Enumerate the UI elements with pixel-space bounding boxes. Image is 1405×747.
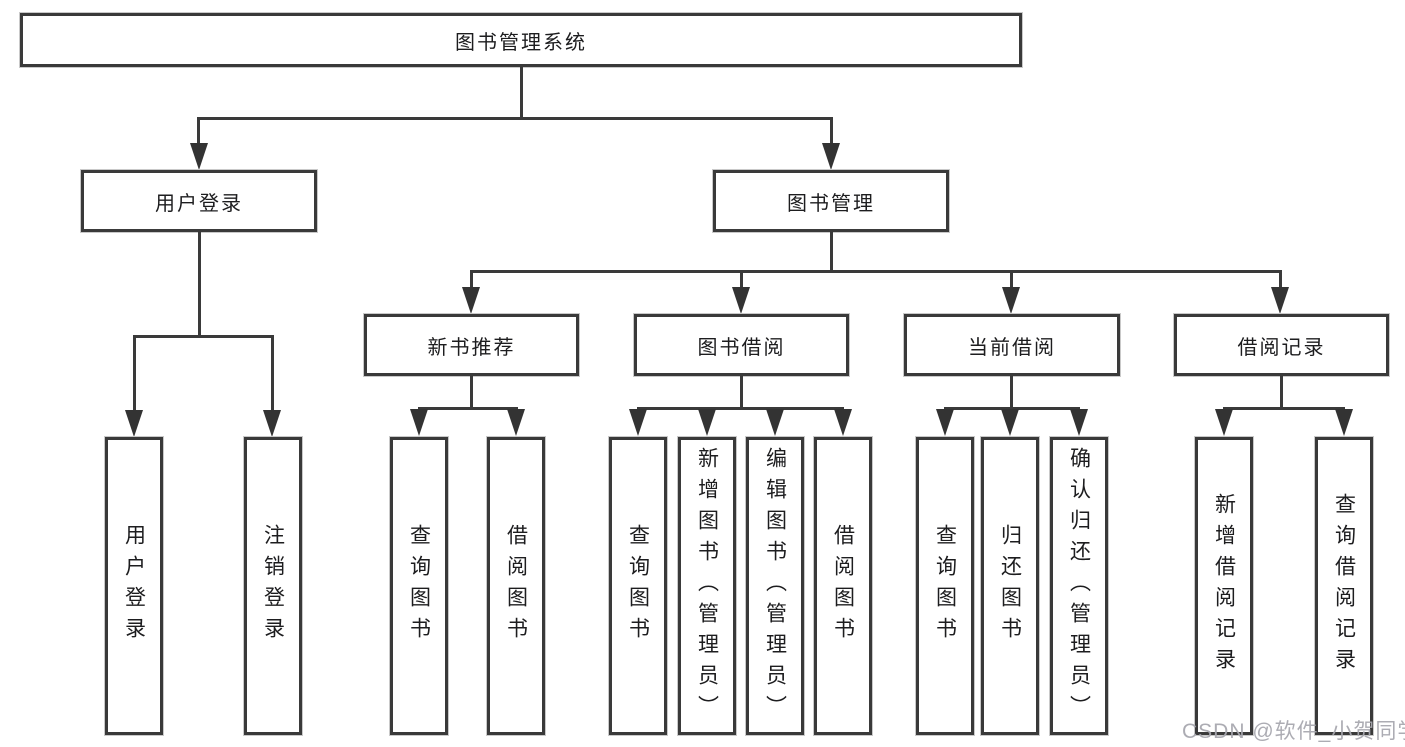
arrowhead-down-icon — [834, 409, 852, 436]
connector-root-stub — [520, 67, 523, 117]
node-label: 注销登录 — [261, 524, 285, 648]
leaf-borrow-books-1: 借阅图书 — [487, 437, 545, 735]
arrowhead-down-icon — [1002, 287, 1020, 314]
leaf-return-books: 归还图书 — [981, 437, 1039, 735]
node-label: 借阅记录 — [1237, 336, 1326, 359]
connector-drop-user-login — [197, 117, 200, 147]
arrowhead-down-icon — [1335, 409, 1353, 436]
node-label: 查询图书 — [626, 524, 650, 648]
csdn-watermark: CSDN @软件_小贺同学 — [1182, 720, 1405, 743]
node-label: 图书管理系统 — [455, 31, 587, 54]
node-label: 归还图书 — [998, 524, 1022, 648]
arrowhead-down-icon — [1001, 409, 1019, 436]
arrowhead-down-icon — [936, 409, 954, 436]
node-label: 确认归还（管理员） — [1067, 446, 1091, 726]
node-label: 借阅图书 — [504, 524, 528, 648]
arrowhead-down-icon — [1271, 287, 1289, 314]
connector-drop-module — [470, 270, 473, 289]
node-label: 新书推荐 — [427, 336, 516, 359]
connector-records-split — [1223, 407, 1345, 410]
arrowhead-down-icon — [766, 409, 784, 436]
arrowhead-down-icon — [410, 409, 428, 436]
arrowhead-down-icon — [263, 410, 281, 437]
leaf-add-books-admin: 新增图书（管理员） — [678, 437, 736, 735]
leaf-logout: 注销登录 — [244, 437, 302, 735]
arrowhead-down-icon — [190, 143, 208, 170]
node-label: 图书管理 — [787, 192, 875, 215]
leaf-query-books-2: 查询图书 — [609, 437, 667, 735]
connector-new-books-stub — [470, 376, 473, 407]
node-label: 查询借阅记录 — [1332, 493, 1356, 679]
arrowhead-down-icon — [698, 409, 716, 436]
arrowhead-down-icon — [732, 287, 750, 314]
leaf-query-borrow-record: 查询借阅记录 — [1315, 437, 1373, 735]
node-book-management: 图书管理 — [713, 170, 949, 232]
node-user-login: 用户登录 — [81, 170, 317, 232]
connector-drop-book-management — [830, 117, 833, 147]
arrowhead-down-icon — [1070, 409, 1088, 436]
connector-drop-module — [1010, 270, 1013, 289]
node-label: 用户登录 — [155, 192, 243, 215]
leaf-confirm-return-admin: 确认归还（管理员） — [1050, 437, 1108, 735]
connector-root-split — [198, 117, 832, 120]
connector-current-stub — [1010, 376, 1013, 407]
connector-borrowing-split — [637, 407, 844, 410]
connector-drop-leaf — [271, 335, 274, 411]
connector-new-books-split — [418, 407, 518, 410]
arrowhead-down-icon — [462, 287, 480, 314]
leaf-edit-books-admin: 编辑图书（管理员） — [746, 437, 804, 735]
node-label: 用户登录 — [122, 524, 146, 648]
node-label: 查询图书 — [407, 524, 431, 648]
connector-records-stub — [1280, 376, 1283, 407]
connector-book-mgmt-stub — [830, 232, 833, 270]
node-new-book-recommendation: 新书推荐 — [364, 314, 579, 376]
arrowhead-down-icon — [1215, 409, 1233, 436]
arrowhead-down-icon — [507, 409, 525, 436]
arrowhead-down-icon — [629, 409, 647, 436]
leaf-user-login: 用户登录 — [105, 437, 163, 735]
node-borrowing-records: 借阅记录 — [1174, 314, 1389, 376]
node-label: 借阅图书 — [831, 524, 855, 648]
connector-borrowing-stub — [740, 376, 743, 407]
node-label: 新增图书（管理员） — [695, 446, 719, 726]
connector-user-login-stub — [198, 232, 201, 335]
node-current-borrowing: 当前借阅 — [904, 314, 1120, 376]
node-label: 当前借阅 — [968, 336, 1056, 359]
node-label: 新增借阅记录 — [1212, 493, 1236, 679]
leaf-query-books-3: 查询图书 — [916, 437, 974, 735]
connector-current-split — [944, 407, 1080, 410]
leaf-borrow-books-2: 借阅图书 — [814, 437, 872, 735]
connector-drop-module — [740, 270, 743, 289]
node-label: 编辑图书（管理员） — [763, 446, 787, 726]
connector-user-login-split — [133, 335, 274, 338]
node-library-management-system: 图书管理系统 — [20, 13, 1022, 67]
node-label: 查询图书 — [933, 524, 957, 648]
connector-book-mgmt-split — [470, 270, 1282, 273]
node-book-borrowing: 图书借阅 — [634, 314, 849, 376]
leaf-add-borrow-record: 新增借阅记录 — [1195, 437, 1253, 735]
arrowhead-down-icon — [125, 410, 143, 437]
node-label: 图书借阅 — [697, 336, 786, 359]
leaf-query-books-1: 查询图书 — [390, 437, 448, 735]
connector-drop-module — [1279, 270, 1282, 289]
arrowhead-down-icon — [822, 143, 840, 170]
connector-drop-leaf — [133, 335, 136, 411]
